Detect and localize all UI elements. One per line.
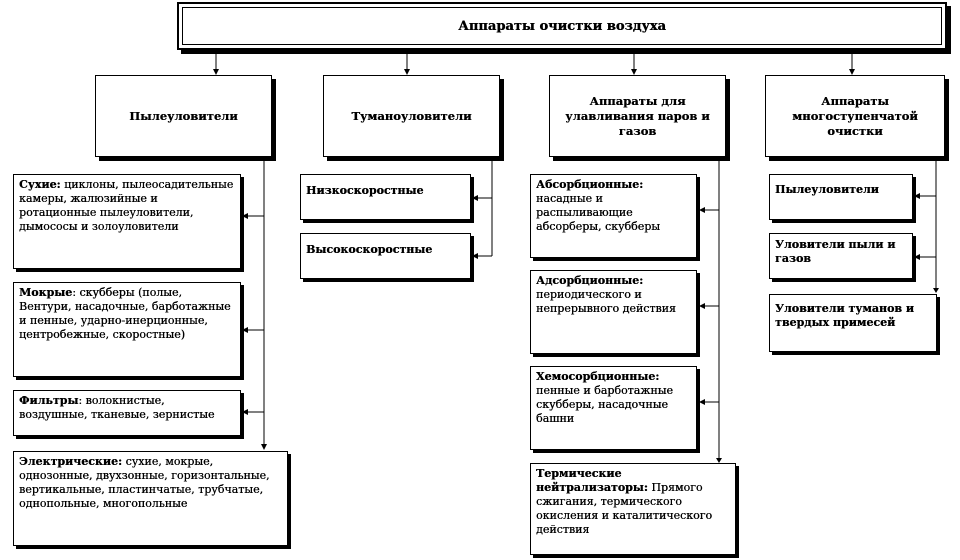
item-label: Фильтры [19, 394, 79, 407]
mist-item-low-speed: Низкоскоростные [300, 174, 471, 220]
item-text: циклоны, пылеосадительные камеры, жалюзи… [19, 178, 234, 233]
item-label: Электрические: [19, 455, 123, 468]
item-label: Пылеуловители [775, 183, 879, 196]
root-node: Аппараты очистки воздуха [177, 2, 947, 50]
multi-item-mist-solids: Уловители туманов и твердых примесей [769, 294, 937, 352]
item-text: сухие, мокрые, однозонные, двухзонные, г… [19, 455, 270, 510]
item-label: Сухие: [19, 178, 61, 191]
item-text: периодического и непрерывного действия [536, 288, 676, 315]
item-label: Уловители пыли и газов [775, 238, 896, 265]
item-label: Низкоскоростные [306, 184, 424, 197]
category-mist-collectors: Туманоуловители [323, 75, 500, 157]
dust-item-filters: Фильтры: волокнистые, воздушные, тканевы… [13, 390, 241, 436]
gas-item-thermal: Термические нейтрализаторы: Прямого сжиг… [530, 463, 736, 555]
gas-item-absorption: Абсорбционные: насадные и распыливающие … [530, 174, 697, 258]
dust-item-dry: Сухие: циклоны, пылеосадительные камеры,… [13, 174, 241, 269]
item-label: Мокрые [19, 286, 73, 299]
item-label: Термические нейтрализаторы: [536, 467, 648, 494]
item-text: : скубберы (полые, Вентури, насадочные, … [19, 286, 231, 341]
item-text: пенные и барботажные скубберы, насадочны… [536, 384, 673, 425]
item-label: Абсорбционные: [536, 178, 644, 191]
multi-item-dust: Пылеуловители [769, 174, 913, 220]
gas-item-chemisorption: Хемосорбционные: пенные и барботажные ск… [530, 366, 697, 450]
dust-item-electric: Электрические: сухие, мокрые, однозонные… [13, 451, 288, 546]
root-title: Аппараты очистки воздуха [182, 7, 942, 45]
mist-item-high-speed: Высокоскоростные [300, 233, 471, 279]
arrow-gas-4 [716, 458, 722, 463]
item-text: Прямого сжигания, термического окисления… [536, 481, 713, 536]
item-label: Хемосорбционные: [536, 370, 660, 383]
item-text: насадные и распыливающие абсорберы, скуб… [536, 192, 660, 233]
dust-item-wet: Мокрые: скубберы (полые, Вентури, насадо… [13, 282, 241, 377]
item-label: Высокоскоростные [306, 243, 433, 256]
item-text: : волокнистые, воздушные, тканевые, зерн… [19, 394, 215, 421]
item-label: Уловители туманов и твердых примесей [775, 302, 914, 329]
arrow-multi-3 [933, 288, 939, 293]
category-gas-vapor-collectors: Аппараты для улавливания паров и газов [549, 75, 726, 157]
item-label: Адсорбционные: [536, 274, 644, 287]
gas-item-adsorption: Адсорбционные: периодического и непрерыв… [530, 270, 697, 354]
category-multistage: Аппараты многоступенчатой очистки [765, 75, 945, 157]
category-dust-collectors: Пылеуловители [95, 75, 272, 157]
multi-item-dust-gas: Уловители пыли и газов [769, 233, 913, 279]
